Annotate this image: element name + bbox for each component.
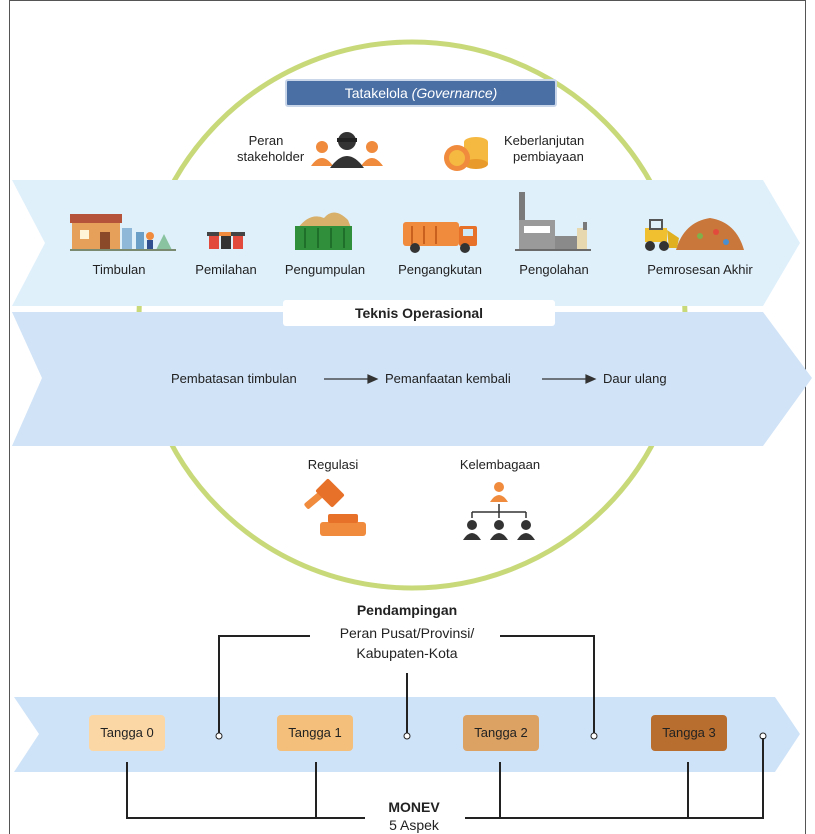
tangga-1-box: Tangga 1: [277, 715, 353, 751]
stage-label: Pengolahan: [519, 262, 589, 277]
gavel-icon: [304, 478, 366, 536]
house-waste-icon: [70, 214, 176, 251]
coins-money-icon: [444, 137, 488, 171]
stage-label: Pengangkutan: [398, 262, 482, 277]
flow-step: Pemanfaatan kembali: [385, 371, 511, 386]
pendampingan-connector: [218, 635, 595, 734]
flow-arrow-1: [324, 374, 379, 384]
teknis-operasional-label: Teknis Operasional: [283, 300, 555, 326]
tangga-2-box: Tangga 2: [463, 715, 539, 751]
sorting-bins-icon: [207, 232, 245, 249]
monev-subtitle: 5 Aspek: [389, 817, 439, 833]
tangga-3-box: Tangga 3: [651, 715, 727, 751]
top-item-funding-line2: pembiayaan: [513, 149, 584, 164]
flow-step: Pembatasan timbulan: [171, 371, 297, 386]
processing-factory-icon: [515, 192, 591, 251]
flow-step: Daur ulang: [603, 371, 667, 386]
stage-label: Pemrosesan Akhir: [647, 262, 753, 277]
org-chart-icon: [463, 482, 535, 540]
frame-left-border: [9, 0, 10, 834]
top-item-stakeholder-line1: Peran: [248, 133, 284, 148]
frame-top-border: [9, 0, 806, 1]
connector-dots: [215, 732, 767, 740]
flow-arrow-2: [542, 374, 597, 384]
kelembagaan-label: Kelembagaan: [459, 457, 541, 472]
monev-title: MONEV: [388, 799, 440, 815]
top-item-stakeholder-line2: stakeholder: [237, 149, 305, 164]
top-item-stakeholder: Peran: [236, 133, 296, 149]
pendampingan-title: Pendampingan: [356, 602, 458, 618]
regulasi-label: Regulasi: [307, 457, 359, 472]
reduction-chevron-band: [12, 312, 812, 446]
top-item-funding-line1: Keberlanjutan: [504, 133, 585, 148]
stage-label: Pemilahan: [195, 262, 257, 277]
frame-right-border: [805, 0, 806, 834]
monev-connector: [126, 738, 764, 819]
pendampingan-line2: Kabupaten-Kota: [356, 645, 458, 661]
garbage-truck-icon: [403, 222, 477, 253]
collection-container-icon: [295, 212, 352, 250]
stakeholder-people-icon: [311, 132, 383, 168]
pendampingan-line1: Peran Pusat/Provinsi/: [339, 625, 475, 641]
governance-label-italic: (Governance): [411, 85, 498, 101]
landfill-bulldozer-icon: [645, 218, 744, 251]
stage-label: Pengumpulan: [284, 262, 366, 277]
tangga-0-box: Tangga 0: [89, 715, 165, 751]
stage-label: Timbulan: [92, 262, 146, 277]
governance-banner: Tatakelola (Governance): [285, 79, 557, 107]
governance-label: Tatakelola: [344, 85, 408, 101]
